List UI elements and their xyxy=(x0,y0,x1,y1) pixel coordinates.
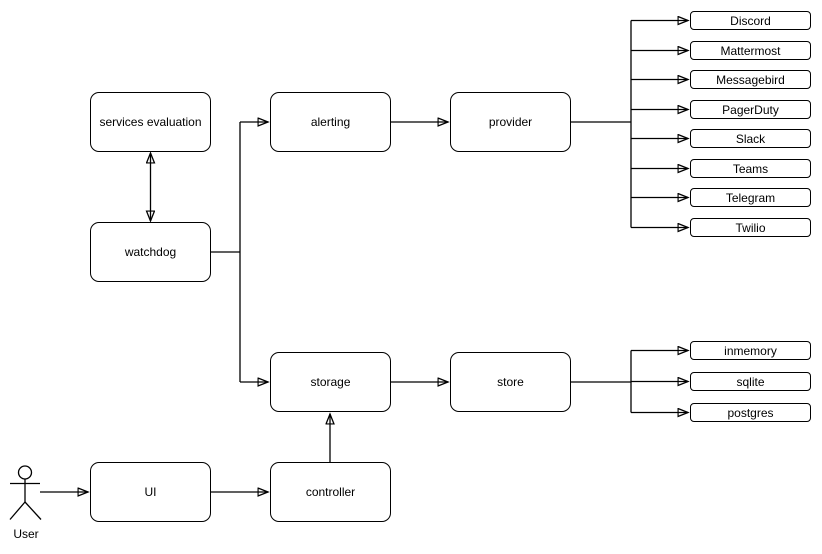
provider-item-slack: Slack xyxy=(690,129,811,148)
node-services-evaluation-label: services evaluation xyxy=(99,114,202,129)
provider-item-twilio: Twilio xyxy=(690,218,811,237)
provider-item-mattermost: Mattermost xyxy=(690,41,811,60)
provider-item-discord: Discord xyxy=(690,11,811,30)
node-ui: UI xyxy=(90,462,211,522)
store-item-sqlite-label: sqlite xyxy=(736,374,765,389)
node-watchdog-label: watchdog xyxy=(124,244,177,259)
provider-item-pagerduty: PagerDuty xyxy=(690,100,811,119)
node-storage-label: storage xyxy=(310,374,351,389)
store-item-sqlite: sqlite xyxy=(690,372,811,391)
provider-item-discord-label: Discord xyxy=(730,13,771,28)
provider-item-telegram-label: Telegram xyxy=(725,190,776,205)
store-item-inmemory-label: inmemory xyxy=(724,343,777,358)
node-controller: controller xyxy=(270,462,391,522)
provider-item-teams-label: Teams xyxy=(732,161,769,176)
user-actor-label: User xyxy=(13,527,39,541)
node-ui-label: UI xyxy=(144,484,157,499)
provider-item-telegram: Telegram xyxy=(690,188,811,207)
node-services-evaluation: services evaluation xyxy=(90,92,211,152)
node-store-label: store xyxy=(497,374,524,389)
node-alerting-label: alerting xyxy=(310,114,351,129)
provider-item-pagerduty-label: PagerDuty xyxy=(722,102,779,117)
node-provider: provider xyxy=(450,92,571,152)
provider-item-twilio-label: Twilio xyxy=(735,220,766,235)
provider-item-mattermost-label: Mattermost xyxy=(720,43,781,58)
provider-item-messagebird: Messagebird xyxy=(690,70,811,89)
node-alerting: alerting xyxy=(270,92,391,152)
provider-item-messagebird-label: Messagebird xyxy=(716,72,785,87)
store-item-inmemory: inmemory xyxy=(690,341,811,360)
node-store: store xyxy=(450,352,571,412)
user-actor-icon xyxy=(9,465,42,520)
node-storage: storage xyxy=(270,352,391,412)
store-item-postgres: postgres xyxy=(690,403,811,422)
provider-item-teams: Teams xyxy=(690,159,811,178)
provider-item-slack-label: Slack xyxy=(735,131,766,146)
node-provider-label: provider xyxy=(488,114,533,129)
node-watchdog: watchdog xyxy=(90,222,211,282)
store-item-postgres-label: postgres xyxy=(727,405,774,420)
node-controller-label: controller xyxy=(305,484,356,499)
